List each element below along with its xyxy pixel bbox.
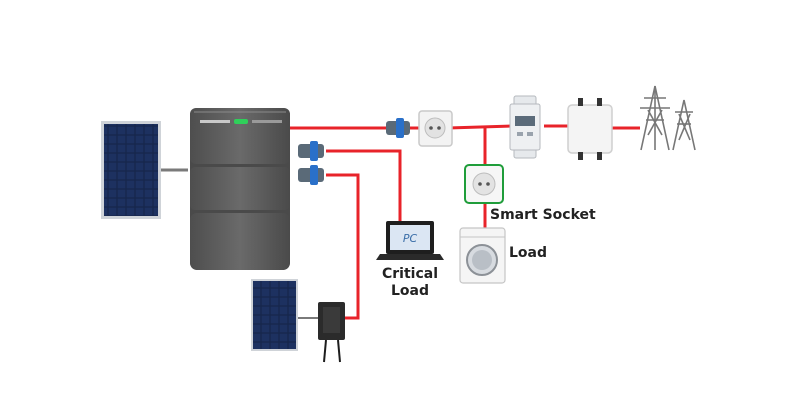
- solar-panel-icon: [101, 121, 161, 219]
- critical-load-cable: [326, 149, 402, 222]
- hybrid-inverter-battery-icon: [190, 108, 290, 270]
- connector-icon: [386, 118, 410, 138]
- grid-relay-box-icon: [567, 98, 613, 160]
- micro-inverter-icon: [318, 302, 345, 363]
- pc-screen-label: PC: [403, 232, 418, 245]
- critical-load-label-line2: Load: [391, 283, 429, 299]
- power-tower-icon: [640, 85, 696, 151]
- critical-load-label-line1: Critical: [382, 266, 438, 282]
- washing-machine-icon: [459, 227, 506, 284]
- laptop-icon: PC: [376, 221, 444, 260]
- connector-icon: [298, 165, 324, 185]
- wall-socket-icon: [418, 110, 453, 147]
- load-label: Load: [509, 245, 547, 261]
- grid-line-cable-2: [447, 124, 513, 130]
- smart-socket-icon: [464, 164, 504, 204]
- smart-socket-label: Smart Socket: [490, 207, 596, 223]
- solar-panel-icon: [251, 279, 298, 351]
- smart-meter-icon: [509, 95, 541, 159]
- micro-inverter-cable: [326, 173, 360, 320]
- connector-icon: [298, 141, 324, 161]
